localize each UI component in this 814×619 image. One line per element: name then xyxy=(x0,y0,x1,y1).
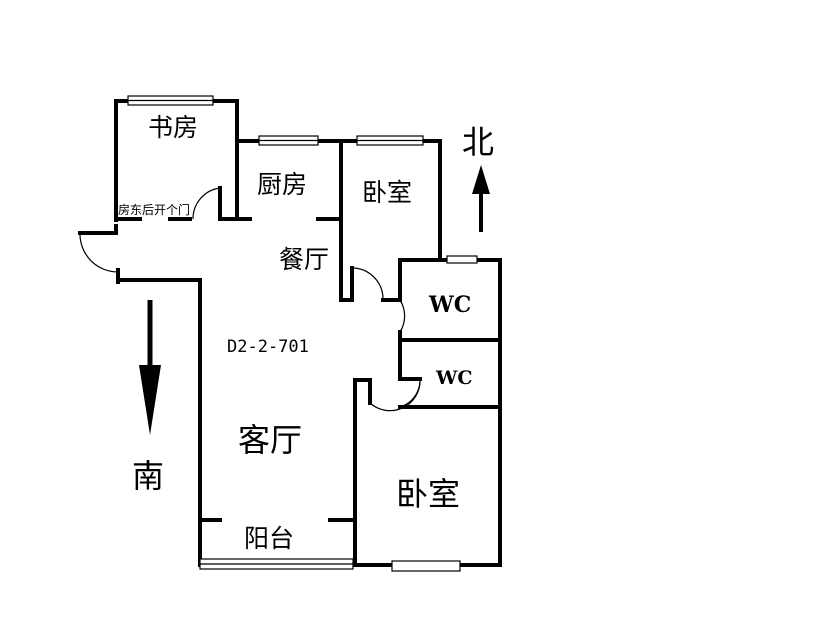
entry-door xyxy=(79,232,119,273)
room-labels: 书房 厨房 卧室 餐厅 WC WC D2-2-701 客厅 卧室 阳台 房东后开… xyxy=(118,113,472,553)
windows xyxy=(127,95,478,572)
window-bedroom-south xyxy=(391,560,461,572)
label-bedroom-north: 卧室 xyxy=(362,178,412,207)
label-balcony: 阳台 xyxy=(244,524,294,553)
note-new-door: 房东后开个门 xyxy=(118,202,190,217)
label-bedroom-south: 卧室 xyxy=(396,475,460,513)
unit-code: D2-2-701 xyxy=(227,337,309,357)
doors xyxy=(79,186,421,412)
label-study: 书房 xyxy=(148,113,198,142)
label-kitchen: 厨房 xyxy=(257,170,307,199)
label-dining: 餐厅 xyxy=(279,245,329,274)
label-north: 北 xyxy=(462,123,494,161)
window-wc xyxy=(446,255,478,264)
south-arrow-icon xyxy=(139,365,161,435)
label-south: 南 xyxy=(132,457,164,495)
compass: 北 南 xyxy=(132,123,494,495)
label-wc2: WC xyxy=(435,367,472,389)
wc1-door xyxy=(399,299,406,333)
label-living: 客厅 xyxy=(238,421,302,459)
north-arrow-icon xyxy=(472,165,490,194)
label-wc1: WC xyxy=(428,292,471,318)
